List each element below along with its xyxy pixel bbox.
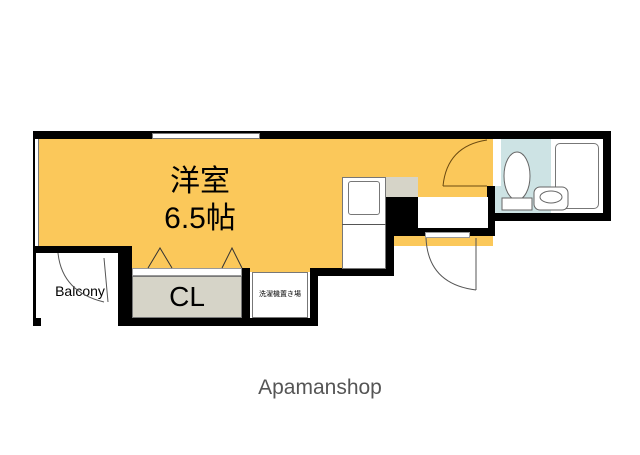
entrance-step <box>425 232 470 238</box>
wall-top <box>33 131 611 139</box>
wall-left-top <box>33 131 36 326</box>
bathroom-door-arc-icon <box>442 139 488 187</box>
wall-right-bath <box>603 131 611 221</box>
western-room-lower <box>118 246 342 272</box>
closet <box>132 276 242 318</box>
wall-cl-left <box>118 246 132 326</box>
western-room-label-size: 6.5帖 <box>164 202 236 235</box>
kitchen-counter <box>342 177 386 269</box>
wall-kitchen-block <box>386 197 418 236</box>
western-room-label-name: 洋室 <box>170 165 230 198</box>
kitchen-divider <box>342 224 386 225</box>
washer-space <box>252 272 308 318</box>
wall-washer-right <box>310 268 318 326</box>
closet-door-strip <box>132 268 242 276</box>
watermark: Apamanshop <box>258 376 382 399</box>
counter-gray <box>386 177 418 197</box>
wall-bottom <box>118 318 318 326</box>
entrance-door-arc-icon <box>425 237 477 291</box>
washer-space-label: 洗濯機置き場 <box>259 291 301 298</box>
wall-bath-bottom <box>487 213 611 221</box>
wall-bath-left <box>487 186 495 236</box>
wall-balcony-bottom <box>33 318 41 326</box>
balcony <box>41 253 118 318</box>
bath-partition <box>494 139 501 186</box>
window-top <box>152 133 260 139</box>
balcony-label: Balcony <box>55 283 105 299</box>
window-left <box>35 139 39 246</box>
closet-door-left-icon <box>147 247 173 269</box>
bathtub <box>555 143 599 209</box>
wall-room-bottom-right <box>310 268 394 276</box>
balcony-door-arc-icon <box>57 252 105 303</box>
entry-hall <box>418 197 488 228</box>
closet-door-right-icon <box>221 246 243 269</box>
toilet-icon <box>503 151 531 201</box>
sink <box>348 181 380 215</box>
closet-label: CL <box>169 281 205 312</box>
wall-balcony-top <box>33 246 125 253</box>
wall-cl-right <box>242 268 250 326</box>
wall-kitchen-right <box>386 230 394 275</box>
